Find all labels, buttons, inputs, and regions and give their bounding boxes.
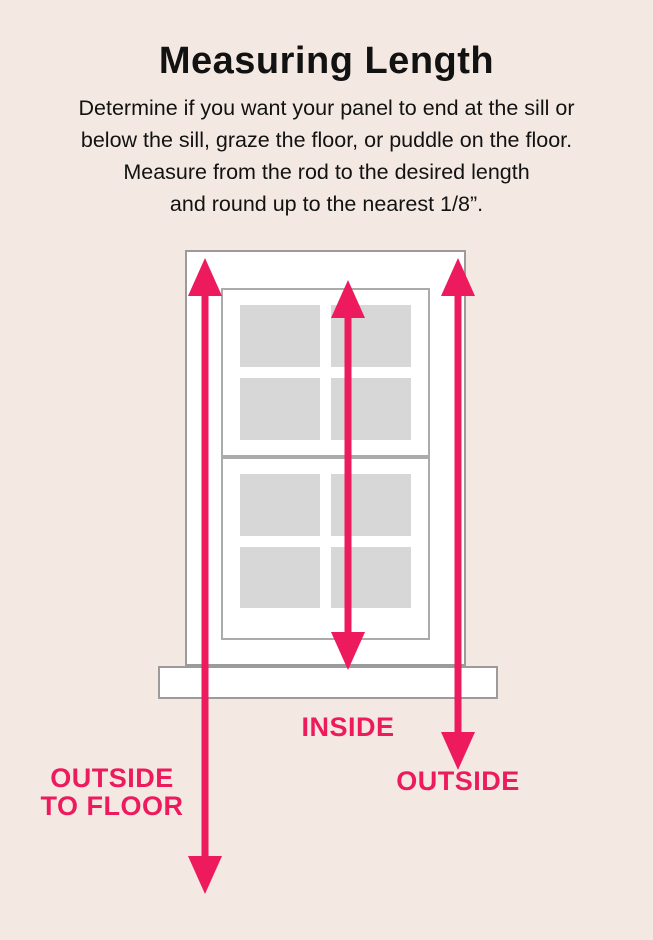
description-line: below the sill, graze the floor, or pudd… [80, 128, 573, 152]
window-sill [158, 666, 498, 699]
window-pane [240, 378, 320, 440]
window-pane [331, 378, 411, 440]
window-outer-frame [185, 250, 466, 666]
outside-to-floor-label-line: TO FLOOR [40, 791, 184, 821]
description-line: Measure from the rod to the desired leng… [123, 160, 530, 184]
window-top-sash [221, 288, 430, 457]
description-line: Determine if you want your panel to end … [78, 96, 575, 120]
outside-label: OUTSIDE [396, 766, 520, 796]
window-bottom-sash [221, 457, 430, 640]
page-title: Measuring Length [158, 40, 495, 82]
description-text: Determine if you want your panel to end … [0, 92, 653, 220]
outside-to-floor-label: OUTSIDE TO FLOOR [28, 764, 196, 820]
outside-to-floor-label-line: OUTSIDE [50, 763, 174, 793]
window-pane [240, 546, 320, 608]
window-pane [240, 474, 320, 536]
window-pane [331, 305, 411, 367]
inside-label: INSIDE [301, 712, 395, 742]
window-pane [240, 305, 320, 367]
outside-to-floor-arrowhead-down-icon [188, 856, 222, 894]
outside-arrowhead-down-icon [441, 732, 475, 770]
window-pane [331, 546, 411, 608]
description-line: and round up to the nearest 1/8”. [169, 192, 484, 216]
window-pane [331, 474, 411, 536]
